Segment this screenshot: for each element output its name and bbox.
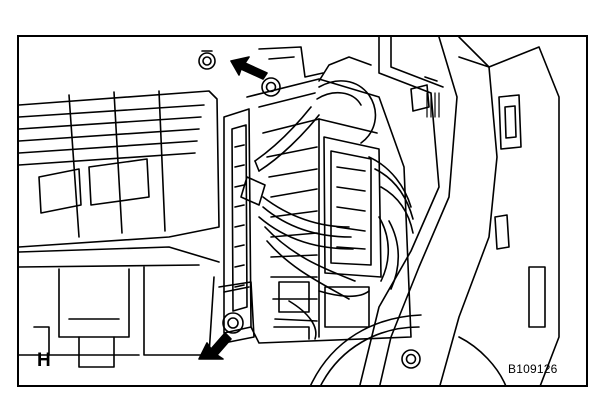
ecu-housing — [218, 108, 255, 344]
mounting-bracket — [258, 46, 372, 82]
figure-code: B109126 — [508, 362, 558, 376]
pointer-arrow-icon — [198, 332, 232, 360]
right-console-panel — [310, 37, 560, 385]
junction-block-body — [246, 78, 412, 344]
bolt-icon — [198, 50, 216, 70]
view-label: H — [37, 350, 51, 371]
bolt-icon — [401, 349, 421, 369]
nut-icon — [261, 77, 281, 97]
junction-block-line-drawing — [19, 37, 560, 385]
nut-icon — [222, 312, 244, 334]
wire-harness — [240, 80, 414, 340]
illustration-frame — [17, 35, 588, 387]
left-dash-panel — [19, 90, 220, 368]
vent-grille — [426, 92, 440, 118]
pointer-arrow-icon — [230, 56, 268, 80]
